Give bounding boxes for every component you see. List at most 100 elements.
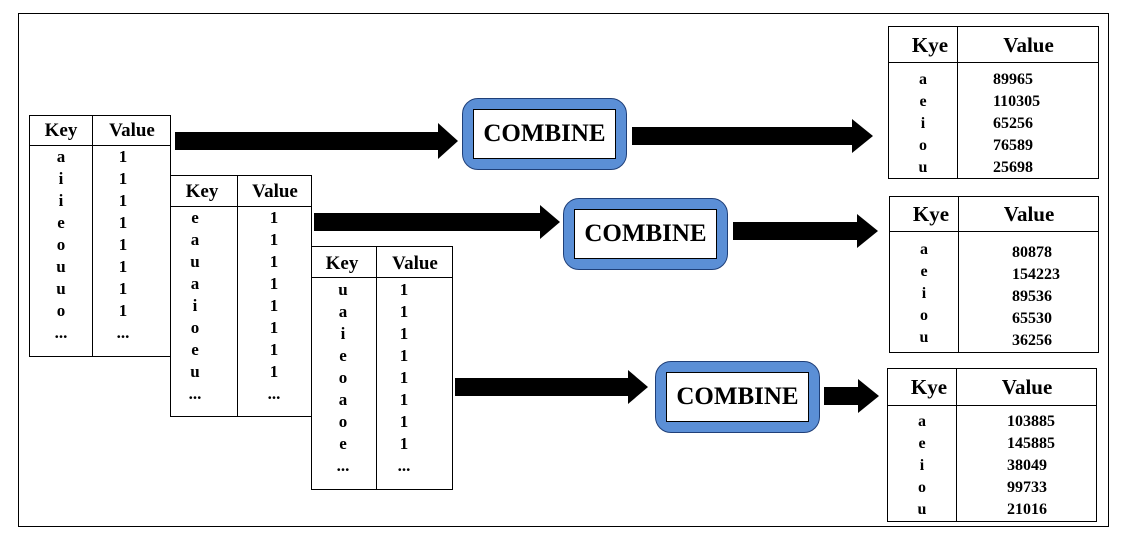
value-cell: 154223 <box>1012 266 1060 283</box>
key-cell: e <box>339 346 347 365</box>
value-cell: 1 <box>399 390 409 409</box>
value-cell: 65256 <box>993 115 1033 132</box>
value-header: Value <box>1003 202 1055 226</box>
key-cell: ... <box>54 323 68 342</box>
value-cell: 1 <box>118 301 128 320</box>
key-cell: a <box>190 274 200 293</box>
value-cell: 25698 <box>993 159 1033 176</box>
arrow-input2-to-combine2 <box>314 205 560 239</box>
combine-box-3: COMBINE <box>655 361 820 433</box>
value-header: Value <box>392 253 438 274</box>
key-cell: a <box>338 390 348 409</box>
value-cell: ... <box>267 384 281 403</box>
value-cell: 1 <box>118 279 128 298</box>
value-cell: 38049 <box>1007 457 1047 474</box>
key-header: Kye <box>912 202 950 226</box>
value-cell: ... <box>116 323 130 342</box>
key-cell: u <box>56 279 66 298</box>
key-cell: u <box>338 280 348 299</box>
key-header: Key <box>325 253 359 274</box>
value-cell: 76589 <box>993 137 1033 154</box>
value-column: 1 1 1 1 1 1 1 1 ... <box>92 146 154 344</box>
value-header: Value <box>252 181 298 202</box>
key-cell: e <box>918 435 926 452</box>
value-cell: 1 <box>269 362 279 381</box>
key-column: e a u a i o e u ... <box>171 207 219 405</box>
value-column: 1 1 1 1 1 1 1 1 ... <box>376 279 432 477</box>
value-cell: 1 <box>269 274 279 293</box>
value-cell: 21016 <box>1007 501 1047 518</box>
value-cell: 1 <box>399 346 409 365</box>
value-cell: 36256 <box>1012 332 1052 349</box>
key-cell: u <box>918 159 928 176</box>
key-cell: ... <box>188 384 202 403</box>
key-cell: a <box>338 302 348 321</box>
key-cell: e <box>339 434 347 453</box>
key-cell: i <box>921 285 927 302</box>
value-cell: 1 <box>118 213 128 232</box>
key-header: Kye <box>910 375 948 399</box>
key-cell: a <box>920 241 928 258</box>
value-cell: 1 <box>269 208 279 227</box>
arrow-combine3-to-output3 <box>824 379 879 413</box>
key-cell: i <box>192 296 198 315</box>
key-cell: o <box>56 235 66 254</box>
arrow-input3-to-combine3 <box>455 370 648 404</box>
arrow-input1-to-combine1 <box>175 123 458 159</box>
key-cell: o <box>338 368 348 387</box>
key-header: Key <box>44 120 78 141</box>
key-cell: e <box>191 340 199 359</box>
value-cell: 89536 <box>1012 288 1052 305</box>
key-cell: o <box>190 318 200 337</box>
key-column: a e i o u <box>890 239 958 349</box>
value-cell: 1 <box>399 412 409 431</box>
key-cell: i <box>340 324 346 343</box>
key-cell: a <box>918 413 926 430</box>
key-cell: o <box>56 301 66 320</box>
key-column: a e i o u <box>888 411 956 521</box>
value-cell: 1 <box>118 191 128 210</box>
combine-box-2: COMBINE <box>563 198 728 270</box>
value-cell: 1 <box>118 257 128 276</box>
arrow-combine1-to-output1 <box>632 119 873 153</box>
key-header: Key <box>185 181 219 202</box>
key-cell: ... <box>336 456 350 475</box>
key-column: a e i o u <box>889 69 957 179</box>
value-header: Value <box>109 120 155 141</box>
value-cell: 103885 <box>1007 413 1055 430</box>
output-table-3: Kye Value a e i o u 103885 145885 38049 … <box>887 368 1097 522</box>
key-cell: u <box>917 501 927 518</box>
key-cell: a <box>190 230 200 249</box>
input-table-2: Key Value e a u a i o e u ... 1 1 1 1 1 … <box>170 175 312 417</box>
key-cell: i <box>919 457 925 474</box>
value-header: Value <box>1001 375 1053 399</box>
key-cell: e <box>920 263 928 280</box>
combine-label: COMBINE <box>473 109 616 159</box>
key-cell: o <box>918 479 926 496</box>
value-cell: 1 <box>399 368 409 387</box>
key-cell: i <box>58 169 64 188</box>
input-table-1: Key Value a i i e o u u o ... 1 1 1 1 1 … <box>29 115 171 357</box>
value-cell: 1 <box>269 296 279 315</box>
value-cell: ... <box>397 456 411 475</box>
value-column: 103885 145885 38049 99733 21016 <box>1007 411 1087 521</box>
value-cell: 1 <box>399 302 409 321</box>
key-cell: i <box>58 191 64 210</box>
value-cell: 1 <box>399 324 409 343</box>
value-cell: 65530 <box>1012 310 1052 327</box>
key-cell: o <box>338 412 348 431</box>
value-cell: 1 <box>269 340 279 359</box>
value-cell: 99733 <box>1007 479 1047 496</box>
value-cell: 1 <box>399 434 409 453</box>
key-cell: e <box>191 208 199 227</box>
value-header: Value <box>1003 33 1054 57</box>
key-cell: a <box>919 71 927 88</box>
value-cell: 110305 <box>993 93 1041 110</box>
value-cell: 1 <box>269 252 279 271</box>
key-cell: o <box>920 307 928 324</box>
key-cell: a <box>56 147 66 166</box>
value-cell: 1 <box>118 235 128 254</box>
key-column: u a i e o a o e ... <box>312 279 374 477</box>
arrow-combine2-to-output2 <box>733 214 878 248</box>
value-cell: 80878 <box>1012 244 1052 261</box>
